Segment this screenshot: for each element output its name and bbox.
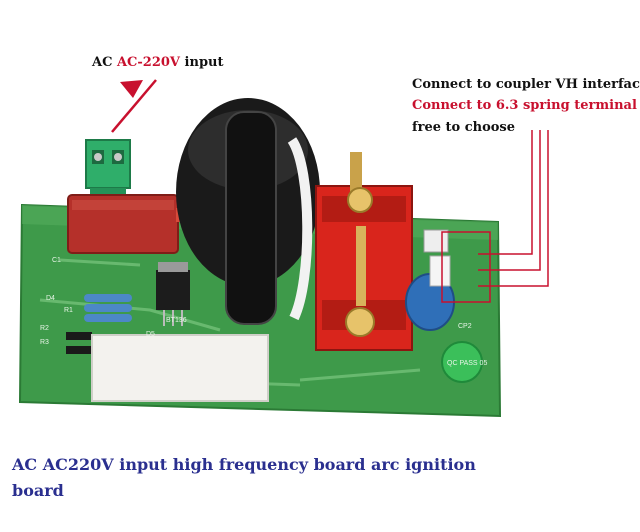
silk-c1: C1 — [52, 257, 61, 264]
ac-input-prefix: AC — [92, 55, 117, 70]
terminal-highlight-box — [441, 231, 491, 303]
silk-r3: R3 — [40, 339, 49, 346]
silk-cp2: CP2 — [458, 323, 472, 330]
silk-d5: D5 — [146, 331, 155, 338]
ac-input-arrow — [111, 79, 157, 133]
qc-sticker — [441, 341, 483, 383]
connect-spring-label: Connect to 6.3 spring terminal — [412, 98, 637, 113]
green-terminal-block — [85, 139, 131, 200]
connect-coupler-label: Connect to coupler VH interface — [412, 77, 640, 92]
red-spark-gap-terminal — [315, 152, 413, 351]
silk-qc: QC PASS 05 — [447, 360, 487, 367]
free-choose-label: free to choose — [412, 120, 516, 135]
silk-btb: BT136 — [166, 317, 187, 324]
ac-input-suffix: input — [180, 55, 224, 70]
silk-r1: R1 — [64, 307, 73, 314]
ac-input-label: AC AC-220V input — [92, 55, 224, 70]
silk-d4: D4 — [46, 295, 55, 302]
silk-r2: R2 — [40, 325, 49, 332]
pcb-traces — [39, 258, 421, 387]
white-ceramic-resistor — [91, 334, 269, 402]
transistor — [156, 262, 190, 326]
ac-input-voltage: AC-220V — [116, 55, 181, 70]
red-film-capacitor — [67, 194, 184, 254]
connector-leader-lines — [478, 130, 549, 287]
black-transformer-coil — [176, 98, 320, 325]
product-caption: AC AC220V input high frequency board arc… — [12, 455, 476, 500]
resistor-array — [66, 294, 132, 354]
